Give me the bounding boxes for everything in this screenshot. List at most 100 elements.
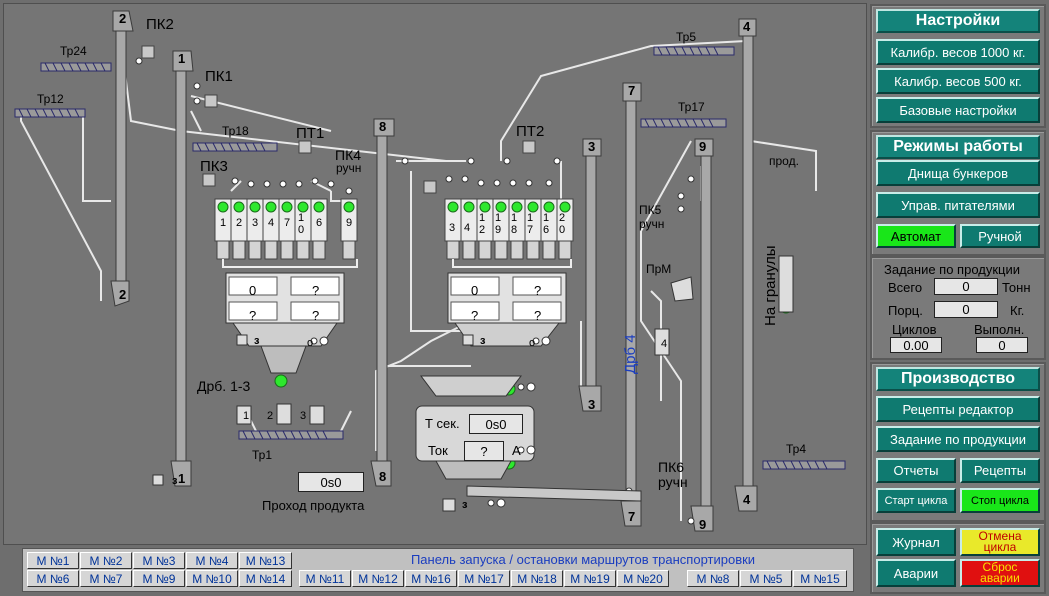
production-panel: Производство Рецепты редактор Задание по…: [870, 362, 1046, 522]
svg-text:3: 3: [449, 222, 455, 234]
calibrate-1000-button[interactable]: Калибр. весов 1000 кг.: [876, 39, 1040, 65]
svg-text:2: 2: [236, 217, 242, 229]
svg-text:3: 3: [252, 217, 258, 229]
calibrate-500-button[interactable]: Калибр. весов 500 кг.: [876, 68, 1040, 94]
z-tag: з: [462, 499, 468, 511]
route-button-m2[interactable]: М №2: [80, 552, 132, 569]
pk2-label: ПК2: [146, 16, 174, 33]
svg-text:1: 1: [479, 212, 485, 224]
route-button-m16[interactable]: М №16: [405, 570, 457, 587]
svg-text:2: 2: [119, 287, 126, 302]
base-settings-button[interactable]: Базовые настройки: [876, 97, 1040, 123]
scale-right-value-4: ?: [534, 308, 542, 323]
svg-text:3: 3: [588, 139, 595, 154]
route-button-m19[interactable]: М №19: [564, 570, 616, 587]
total-label: Всего: [888, 280, 923, 295]
tr24-label: Тр24: [60, 44, 87, 58]
tr18-label: Тр18: [222, 124, 249, 138]
recipes-button[interactable]: Рецепты: [960, 458, 1040, 483]
prm-label: ПрМ: [646, 262, 672, 276]
scale-left-value-3: ?: [249, 308, 257, 323]
t-sec-label: Т сек.: [425, 416, 460, 431]
pk1-label: ПК1: [205, 68, 233, 85]
svg-text:8: 8: [511, 224, 517, 236]
route-button-m3[interactable]: М №3: [133, 552, 185, 569]
route-button-m14[interactable]: М №14: [239, 570, 292, 587]
z-tag: з: [254, 335, 260, 347]
auto-mode-button[interactable]: Автомат: [876, 224, 956, 248]
route-button-m8[interactable]: М №8: [687, 570, 739, 587]
recipe-editor-button[interactable]: Рецепты редактор: [876, 396, 1040, 422]
route-button-m7[interactable]: М №7: [80, 570, 132, 587]
svg-text:4: 4: [464, 222, 470, 234]
feeder-2-label: 2: [267, 410, 274, 422]
feeder-control-button[interactable]: Управ. питателями: [876, 192, 1040, 218]
svg-text:1: 1: [543, 212, 549, 224]
route-button-m4[interactable]: М №4: [186, 552, 238, 569]
routes-panel: Панель запуска / остановки маршрутов тра…: [22, 548, 854, 592]
reports-button[interactable]: Отчеты: [876, 458, 956, 483]
cancel-cycle-button[interactable]: Отмена цикла: [960, 528, 1040, 556]
svg-text:7: 7: [628, 83, 635, 98]
route-button-m5[interactable]: М №5: [740, 570, 792, 587]
mixer-time-field[interactable]: 0s0: [469, 414, 523, 434]
portion-field[interactable]: 0: [934, 301, 998, 318]
portion-unit: Кг.: [1010, 303, 1025, 318]
modes-title: Режимы работы: [876, 135, 1040, 159]
passage-label: Проход продукта: [262, 498, 365, 513]
prod-label: прод.: [769, 154, 799, 168]
route-button-m17[interactable]: М №17: [458, 570, 510, 587]
log-panel: Журнал Отмена цикла Аварии Сброс аварии: [870, 522, 1046, 594]
route-button-m18[interactable]: М №18: [511, 570, 563, 587]
bin-bottoms-button[interactable]: Днища бункеров: [876, 160, 1040, 186]
done-field: 0: [976, 337, 1028, 353]
o-tag: о: [529, 337, 536, 349]
production-task-button[interactable]: Задание по продукции: [876, 426, 1040, 452]
svg-text:0: 0: [559, 224, 565, 236]
pk5-mode-label: ручн: [639, 217, 665, 231]
route-button-m13[interactable]: М №13: [239, 552, 292, 569]
tr1-label: Тр1: [252, 448, 273, 462]
route-button-m12[interactable]: М №12: [352, 570, 404, 587]
route-button-m1[interactable]: М №1: [27, 552, 79, 569]
pk3-label: ПК3: [200, 158, 228, 175]
svg-text:9: 9: [346, 217, 352, 229]
start-cycle-button[interactable]: Старт цикла: [876, 488, 956, 513]
route-button-m15[interactable]: М №15: [793, 570, 847, 587]
reset-alarm-button[interactable]: Сброс аварии: [960, 559, 1040, 587]
route-button-m11[interactable]: М №11: [299, 570, 351, 587]
scale-left-value-1: 0: [249, 283, 257, 298]
scale-right-value-1: 0: [471, 283, 479, 298]
svg-text:4: 4: [268, 217, 274, 229]
route-button-m20[interactable]: М №20: [617, 570, 669, 587]
svg-text:1: 1: [511, 212, 517, 224]
alarms-button[interactable]: Аварии: [876, 559, 956, 587]
task-title: Задание по продукции: [884, 262, 1021, 277]
pk6-mode-label: ручн: [658, 474, 688, 490]
settings-title: Настройки: [876, 9, 1040, 33]
svg-text:9: 9: [495, 224, 501, 236]
pt2-label: ПТ2: [516, 123, 545, 140]
drb4-label: Дрб 4: [622, 334, 639, 374]
svg-text:2: 2: [479, 224, 485, 236]
svg-text:1: 1: [178, 471, 185, 486]
tok-label: Ток: [428, 443, 448, 458]
passage-time-field[interactable]: 0s0: [298, 472, 364, 492]
svg-text:9: 9: [699, 139, 706, 154]
svg-text:7: 7: [527, 224, 533, 236]
svg-text:9: 9: [699, 517, 706, 532]
elevator-2-top-label: 2: [119, 11, 126, 26]
total-field[interactable]: 0: [934, 278, 998, 295]
scale-left-value-4: ?: [312, 308, 320, 323]
route-button-m9[interactable]: М №9: [133, 570, 185, 587]
journal-button[interactable]: Журнал: [876, 528, 956, 556]
stop-cycle-button[interactable]: Стоп цикла: [960, 488, 1040, 513]
route-button-m10[interactable]: М №10: [186, 570, 238, 587]
manual-mode-button[interactable]: Ручной: [960, 224, 1040, 248]
svg-text:1: 1: [495, 212, 501, 224]
route-button-m6[interactable]: М №6: [27, 570, 79, 587]
cycles-field: 0.00: [890, 337, 942, 353]
svg-text:4: 4: [743, 19, 751, 34]
pk6-label: ПК6: [658, 459, 685, 475]
svg-text:7: 7: [628, 509, 635, 524]
